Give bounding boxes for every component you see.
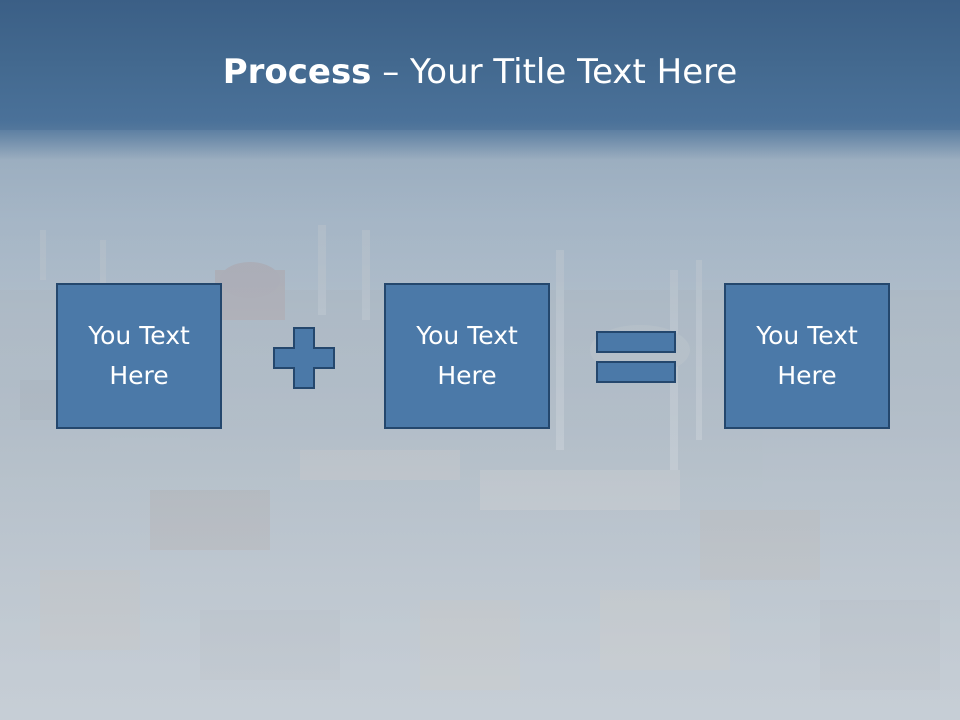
process-box-1[interactable]: You Text Here <box>56 283 222 429</box>
title-band <box>0 0 960 160</box>
equals-icon[interactable] <box>596 330 676 384</box>
plus-icon[interactable] <box>272 326 336 390</box>
slide-title[interactable]: Process – Your Title Text Here <box>0 52 960 92</box>
process-box-2[interactable]: You Text Here <box>384 283 550 429</box>
process-box-3[interactable]: You Text Here <box>724 283 890 429</box>
title-rest-part: – Your Title Text Here <box>371 52 738 92</box>
title-bold-part: Process <box>222 52 372 92</box>
